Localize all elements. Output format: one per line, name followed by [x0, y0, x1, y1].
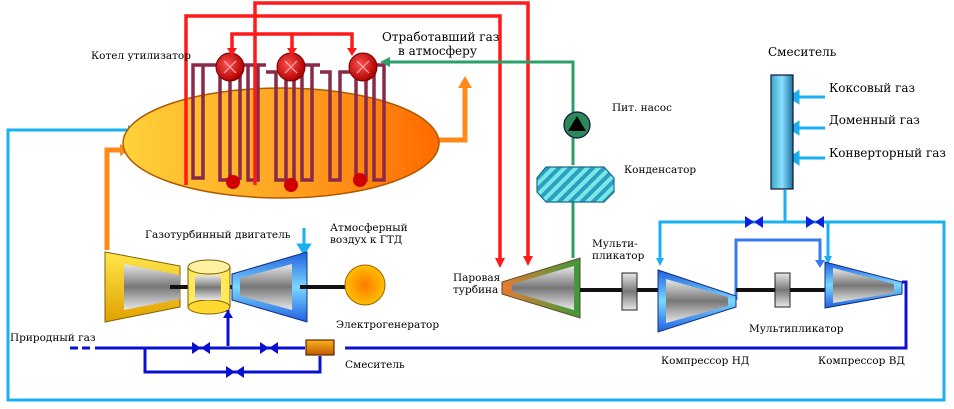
condenser-label: Конденсатор [624, 164, 697, 176]
gas-turbine-assembly [104, 251, 345, 323]
steam-turbine-label-line1: Паровая [453, 272, 501, 284]
converter-gas-label: Конверторный газ [829, 146, 946, 160]
hp-compressor-label: Компрессор ВД [818, 355, 905, 367]
compressor-link-line [734, 238, 822, 300]
boiler-label: Котел утилизатор [91, 50, 191, 62]
drum-crosses [223, 60, 370, 74]
lp-compressor-label: Компрессор НД [661, 355, 750, 367]
natural-gas-label: Природный газ [10, 332, 96, 344]
top-mixer-column [770, 74, 794, 190]
multiplier-top-label-line1: Мульти- [592, 238, 638, 250]
bottom-mixer-symbol [305, 339, 335, 356]
air-label-line1: Атмосферный [330, 222, 408, 234]
lp-compressor-symbol [657, 269, 737, 333]
blast-gas-label: Доменный газ [829, 113, 920, 127]
compressor-link-arrow [815, 260, 825, 268]
multiplier-top-label-line2: пликатор [592, 250, 645, 262]
mixer-inlet-lines [787, 89, 825, 166]
gas-valves [192, 342, 278, 378]
exhaust-label-line1: Отработавший газ [382, 30, 500, 44]
feed-pump-label: Пит. насос [612, 102, 672, 114]
air-inlet-line [296, 228, 312, 256]
multiplier-top [621, 272, 638, 311]
hp-outlet-line [345, 280, 908, 350]
steam-lines [184, 1, 530, 260]
electric-generator [344, 264, 386, 306]
air-label-line2: воздух к ГТД [330, 234, 403, 246]
natural-gas-arrow [223, 310, 233, 318]
generator-label: Электрогенератор [336, 319, 440, 331]
steam-arrows [227, 48, 533, 268]
feed-water-lines [388, 60, 575, 258]
hot-gas-lines [104, 88, 468, 250]
multiplier-mid-label: Мультипликатор [749, 323, 844, 335]
top-mixer-label: Смеситель [768, 45, 837, 59]
feed-water-arrow [380, 57, 390, 67]
multiplier-mid [774, 272, 791, 308]
fuel-valves [745, 216, 824, 228]
hp-compressor-symbol [824, 261, 903, 309]
bottom-mixer-label: Смеситель [345, 359, 405, 371]
gas-turbine-label: Газотурбинный двигатель [145, 229, 291, 241]
condenser-symbol [536, 166, 615, 203]
coke-gas-label: Коксовый газ [829, 81, 916, 95]
feed-pump-symbol [563, 111, 591, 139]
steam-turbine-assembly [501, 257, 660, 319]
steam-turbine-label-line2: турбина [453, 284, 499, 296]
exhaust-label-line2: в атмосферу [398, 44, 477, 58]
